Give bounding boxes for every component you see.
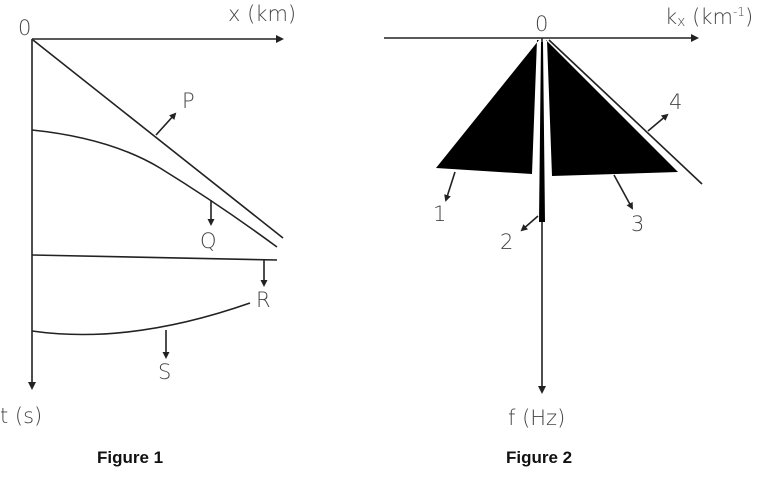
fig1-t-axis-label: t (s) <box>0 404 43 428</box>
region-4-line <box>548 39 703 185</box>
label-4-arrow <box>647 113 669 132</box>
kx-base: k <box>665 5 678 29</box>
region-1-wedge <box>436 40 539 174</box>
kx-unit-post: ) <box>744 5 754 29</box>
event-P-line <box>32 39 284 239</box>
event-Q-curve <box>31 129 278 248</box>
kx-sup: -1 <box>732 5 745 19</box>
region-3-label: 3 <box>631 212 645 236</box>
label-1-arrow <box>444 171 456 202</box>
event-S-label: S <box>158 360 172 384</box>
region-2-bar <box>539 42 545 222</box>
label-2-arrow <box>520 215 539 232</box>
event-Q-label: Q <box>200 229 217 253</box>
kx-sub: x <box>677 14 686 30</box>
region-2-label: 2 <box>500 230 514 254</box>
fig1-caption: Figure 1 <box>97 448 164 467</box>
kx-unit-pre: (km <box>685 5 733 29</box>
label-3-arrow <box>613 174 633 210</box>
region-1-label: 1 <box>433 202 447 226</box>
region-3-wedge <box>546 40 678 176</box>
figure2-plot <box>384 34 703 394</box>
fig2-caption: Figure 2 <box>506 448 573 467</box>
P-arrow <box>155 112 177 136</box>
region-4-label: 4 <box>669 90 683 114</box>
fig2-origin-label: 0 <box>535 12 549 36</box>
event-P-label: P <box>182 89 195 113</box>
fig1-origin-label: 0 <box>18 16 32 40</box>
fig2-f-axis-label: f (Hz) <box>508 406 566 430</box>
event-R-label: R <box>256 288 271 312</box>
fig1-x-axis-label: x (km) <box>228 2 297 26</box>
fig2-kx-axis-label: kx (km-1) <box>665 6 753 29</box>
figure1-plot <box>28 35 284 390</box>
event-R-line <box>31 254 278 261</box>
event-S-curve <box>31 302 251 336</box>
